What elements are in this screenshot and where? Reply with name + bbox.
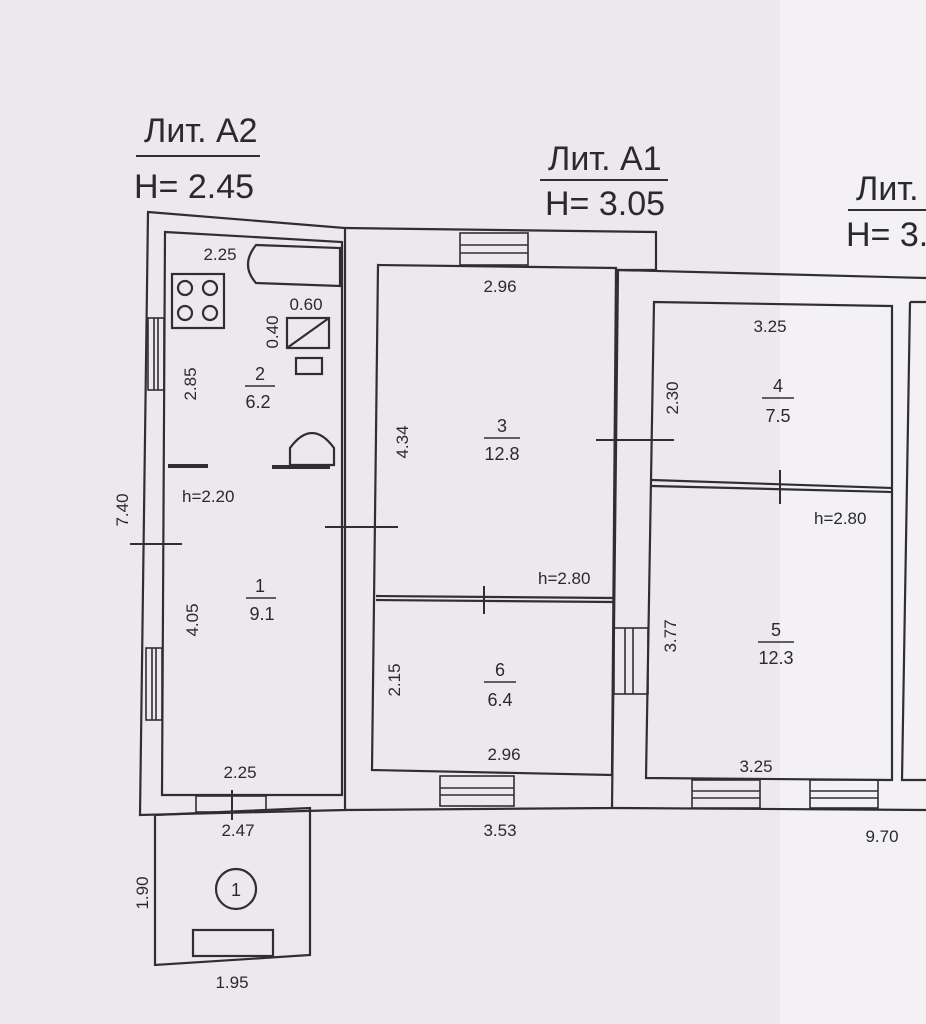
wall-right-inner: [644, 300, 894, 782]
dim-room1-height: 4.05: [183, 603, 202, 636]
ceiling-height-room3: h=2.80: [538, 569, 590, 588]
dim-room3-height: 4.34: [393, 425, 412, 458]
ceiling-height-room1: h=2.20: [182, 487, 234, 506]
dim-total-width: 9.70: [865, 827, 898, 846]
dim-porch-top-width: 2.47: [221, 821, 254, 840]
header-lit-a2: Лит. А2: [144, 112, 258, 150]
porch-number: 1: [231, 880, 241, 900]
room-6-number: 6: [495, 660, 505, 680]
partition-room3-room6: [375, 598, 615, 604]
boiler-diagonal: [286, 317, 330, 349]
partition-room4-room5-b: [651, 484, 893, 494]
burner-icon: [201, 279, 219, 297]
dim-room2-height: 2.85: [181, 367, 200, 400]
porch-outline: [153, 806, 312, 967]
header-lit-3-height: H= 3.0: [846, 216, 926, 254]
dim-fixture-depth: 0.40: [263, 315, 282, 348]
porch-step: [191, 928, 275, 958]
meter-icon: [294, 356, 324, 376]
bathtub-icon: [246, 243, 342, 288]
wall-lit-a1-inner: [370, 263, 618, 777]
boiler-icon: [285, 316, 331, 350]
room-2-area: 6.2: [245, 392, 270, 412]
dim-room5-width: 3.25: [739, 757, 772, 776]
stove-icon: [170, 272, 226, 330]
dim-room6-width: 2.96: [487, 745, 520, 764]
wall-far-right: [900, 300, 926, 782]
wall-right-top: [617, 268, 926, 280]
header-lit-a1-height: H= 3.05: [545, 185, 665, 223]
porch-number-circle: [214, 867, 258, 911]
wall-lit-a2-inner: [160, 230, 344, 797]
room-2-number: 2: [255, 364, 265, 384]
header-lit-3: Лит.: [856, 170, 919, 208]
partition-room4-room5: [651, 478, 893, 490]
paper-sheet-edge: [780, 0, 926, 1024]
dim-middle-total: 3.53: [483, 821, 516, 840]
dim-room4-height: 2.30: [663, 381, 682, 414]
wall-right-bottom: [611, 806, 926, 812]
wall-lit-a1-outer: [344, 226, 658, 812]
toilet-icon: [288, 432, 336, 467]
dim-room6-height: 2.15: [385, 663, 404, 696]
dim-bath-length: 2.25: [203, 245, 236, 264]
dim-room5-height: 3.77: [661, 619, 680, 652]
dim-room1-width: 2.25: [223, 763, 256, 782]
room-3-number: 3: [497, 416, 507, 436]
partition-room3-room6-b: [375, 594, 615, 600]
door-ticks: [130, 439, 781, 820]
header-lit-a1: Лит. А1: [548, 140, 662, 178]
burner-icon: [176, 279, 194, 297]
room-5-area: 12.3: [758, 648, 793, 668]
room-3-area: 12.8: [484, 444, 519, 464]
dim-total-left-height: 7.40: [113, 493, 132, 526]
dim-porch-height: 1.90: [133, 876, 152, 909]
header-lit-a2-height: H= 2.45: [134, 168, 254, 206]
room-4-area: 7.5: [765, 406, 790, 426]
ceiling-height-room5: h=2.80: [814, 509, 866, 528]
burner-icon: [176, 304, 194, 322]
dim-porch-width: 1.95: [215, 973, 248, 992]
dim-room4-width: 3.25: [753, 317, 786, 336]
room-4-number: 4: [773, 376, 783, 396]
room-6-area: 6.4: [487, 690, 512, 710]
room-1-number: 1: [255, 576, 265, 596]
room-1-area: 9.1: [249, 604, 274, 624]
burner-icon: [201, 304, 219, 322]
dim-fixture-width: 0.60: [289, 295, 322, 314]
dim-room3-width: 2.96: [483, 277, 516, 296]
room-5-number: 5: [771, 620, 781, 640]
